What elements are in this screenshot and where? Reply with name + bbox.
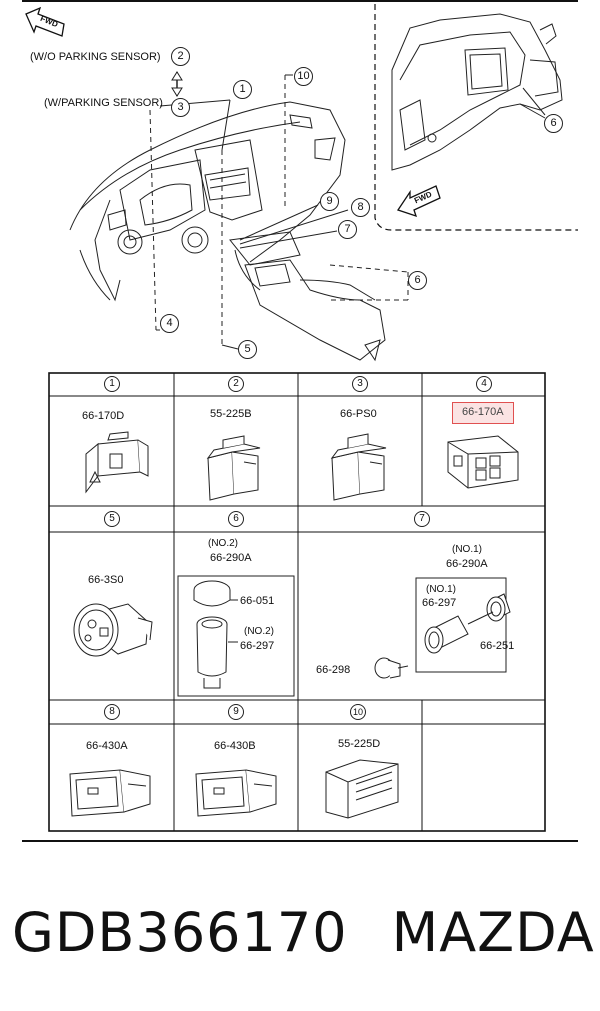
cell-9-number: 9 <box>228 704 244 720</box>
part-code-1: 66-170D <box>82 410 125 422</box>
part-code-10: 55-225D <box>338 738 381 750</box>
callout-6: 6 <box>408 271 427 290</box>
cell-4-number: 4 <box>476 376 492 392</box>
cell-3-number: 3 <box>352 376 368 392</box>
part-code-4: 66-170A <box>462 406 504 418</box>
cell-10-number: 10 <box>350 704 366 720</box>
part-66-430B-drawing <box>195 769 277 817</box>
caption-brand: MAZDA <box>391 901 595 964</box>
callout-8: 8 <box>351 198 370 217</box>
bottom-rule <box>22 840 578 842</box>
callout-2: 2 <box>171 47 190 66</box>
part-code-4-highlight <box>452 402 514 424</box>
part-66-290A-no1-drawing <box>374 593 511 679</box>
part-code-5: 66-3S0 <box>88 574 124 586</box>
part-66-170D-drawing <box>85 431 149 494</box>
part-code-7: 66-290A <box>446 558 488 570</box>
part-code-6-sub-2: 66-297 <box>240 640 275 652</box>
cell-1-number: 1 <box>104 376 120 392</box>
part-code-6-sub-1: 66-051 <box>240 595 275 607</box>
callout-7: 7 <box>338 220 357 239</box>
caption: GDB366170 MAZDA <box>12 898 595 968</box>
dashboard-drawing <box>22 0 578 362</box>
part-note-7-sub-1: (NO.1) <box>426 584 456 595</box>
dashboard-diagram: 2 (W/O PARKING SENSOR) 3 (W/PARKING SENS… <box>0 0 600 368</box>
quarter-trim-sketch <box>391 13 563 171</box>
callout-2-label: (W/O PARKING SENSOR) <box>30 51 161 63</box>
part-66-290A-no2-drawing <box>193 580 238 689</box>
part-code-9: 66-430B <box>214 740 256 752</box>
cell-8-number: 8 <box>104 704 120 720</box>
part-code-8: 66-430A <box>86 740 128 752</box>
fwd-arrow-right-icon <box>396 185 441 218</box>
part-note-7: (NO.1) <box>452 544 482 555</box>
part-code-7-sub-3: 66-298 <box>316 664 351 676</box>
part-code-6: 66-290A <box>210 552 252 564</box>
part-66-PS0-drawing <box>330 433 387 501</box>
caption-part-number: GDB366170 <box>12 901 348 964</box>
table-grid <box>48 372 546 832</box>
part-66-430A-drawing <box>69 769 151 817</box>
part-note-6-sub-2: (NO.2) <box>244 626 274 637</box>
callout-3: 3 <box>171 98 190 117</box>
cell-7-number: 7 <box>414 511 430 527</box>
part-code-2: 55-225B <box>210 408 252 420</box>
callout-6-right: 6 <box>544 114 563 133</box>
callout-1: 1 <box>233 80 252 99</box>
cell-2-number: 2 <box>228 376 244 392</box>
part-code-7-sub-2: 66-251 <box>480 640 515 652</box>
cell-6-number: 6 <box>228 511 244 527</box>
part-code-7-sub-1: 66-297 <box>422 597 457 609</box>
parts-table: 1 2 3 4 5 6 7 8 9 10 66-170D 55-225B 66-… <box>48 372 546 832</box>
part-55-225B-drawing <box>206 435 261 501</box>
callout-4: 4 <box>160 314 179 333</box>
part-code-3: 66-PS0 <box>340 408 377 420</box>
part-66-170A-drawing <box>447 435 519 489</box>
cell-5-number: 5 <box>104 511 120 527</box>
callout-5: 5 <box>238 340 257 359</box>
part-55-225D-drawing <box>325 759 399 819</box>
callout-3-label: (W/PARKING SENSOR) <box>44 97 163 109</box>
fwd-arrow-icon <box>25 6 65 37</box>
part-note-6: (NO.2) <box>208 538 238 549</box>
callout-10: 10 <box>294 67 313 86</box>
part-66-3S0-drawing <box>73 603 153 657</box>
callout-9: 9 <box>320 192 339 211</box>
